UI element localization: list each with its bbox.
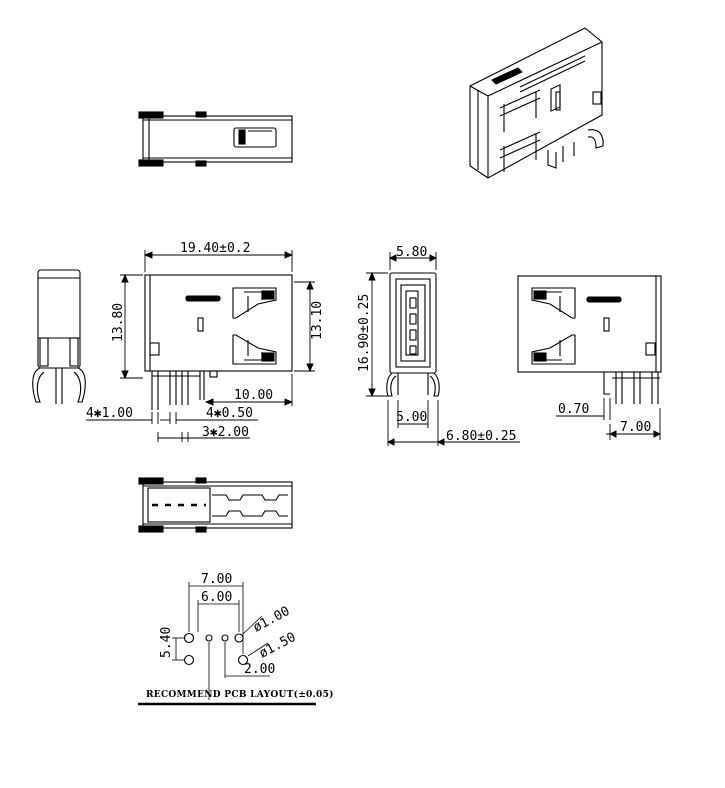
dim-front-base: 6.80±0.25	[446, 429, 516, 444]
front-view-dimensions	[366, 252, 520, 446]
dim-front-height: 16.90±0.25	[357, 294, 372, 372]
end-view	[32, 269, 86, 404]
dim-front-pin-span: 5.00	[396, 410, 427, 425]
dim-height-left: 13.80	[111, 303, 126, 342]
pcb-hole-large: ø1.50	[257, 630, 299, 662]
dim-right-pin-span: 7.00	[620, 420, 651, 435]
dim-pin-to-edge: 10.00	[234, 388, 273, 403]
pcb-caption: RECOMMEND PCB LAYOUT(±0.05)	[146, 689, 334, 700]
right-side-view	[517, 275, 662, 404]
dim-right-offset: 0.70	[558, 402, 589, 417]
pcb-row-gap: 5.40	[159, 627, 174, 658]
dim-pin-pitch-a: 4✱1.00	[86, 406, 133, 421]
bottom-view	[138, 477, 293, 533]
front-view	[386, 272, 440, 397]
dim-pin-pitch-c: 3✱2.00	[202, 425, 249, 440]
right-side-view-dimensions	[556, 398, 662, 440]
side-view-dimensions	[86, 250, 315, 442]
dim-pin-pitch-b: 4✱0.50	[206, 406, 253, 421]
top-view	[138, 111, 293, 167]
dim-width-top: 5.80	[396, 245, 427, 260]
pcb-pitch: 2.00	[244, 662, 275, 677]
pcb-layout	[138, 582, 316, 706]
dim-height-right: 13.10	[310, 301, 325, 340]
side-view	[144, 274, 293, 410]
isometric-view	[469, 27, 604, 179]
pcb-outer-span: 7.00	[201, 572, 232, 587]
pcb-hole-small: ø1.00	[251, 604, 293, 636]
dim-length: 19.40±0.2	[180, 241, 250, 256]
pcb-inner-span: 6.00	[201, 590, 232, 605]
